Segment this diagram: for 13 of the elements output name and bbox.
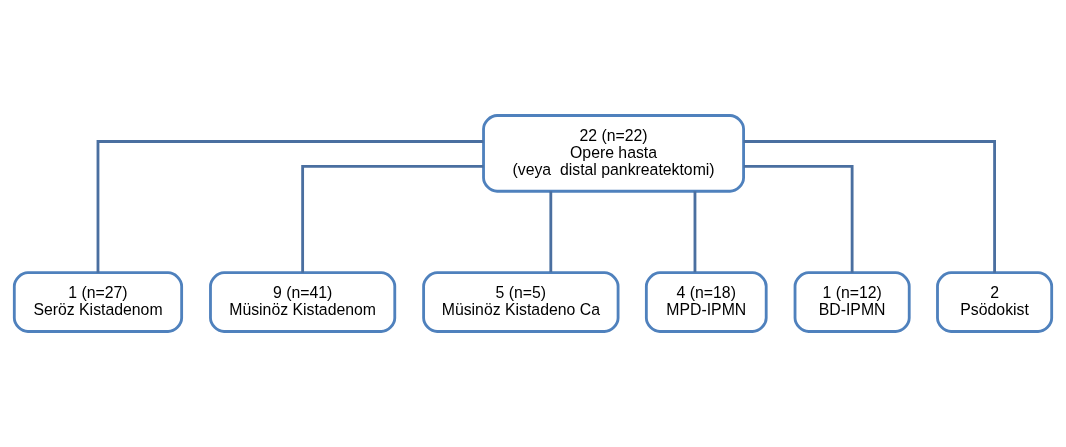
- node-box: 5 (n=5) Müsinöz Kistadeno Ca: [422, 271, 620, 333]
- connector: [693, 191, 697, 273]
- node-box: 9 (n=41) Müsinöz Kistadenom: [209, 271, 397, 333]
- node-box: 4 (n=18) MPD-IPMN: [644, 271, 768, 333]
- connector: [743, 165, 854, 273]
- connector: [96, 140, 484, 273]
- connector: [301, 165, 484, 273]
- node-box: 1 (n=12) BD-IPMN: [793, 271, 911, 333]
- node-box: 2 Psödokist: [936, 271, 1054, 333]
- node-box: 22 (n=22) Opere hasta (veya distal pankreatektomi): [482, 114, 745, 193]
- connector: [549, 191, 553, 273]
- connector: [743, 140, 996, 273]
- node-box: 1 (n=27) Seröz Kistadenom: [12, 271, 184, 333]
